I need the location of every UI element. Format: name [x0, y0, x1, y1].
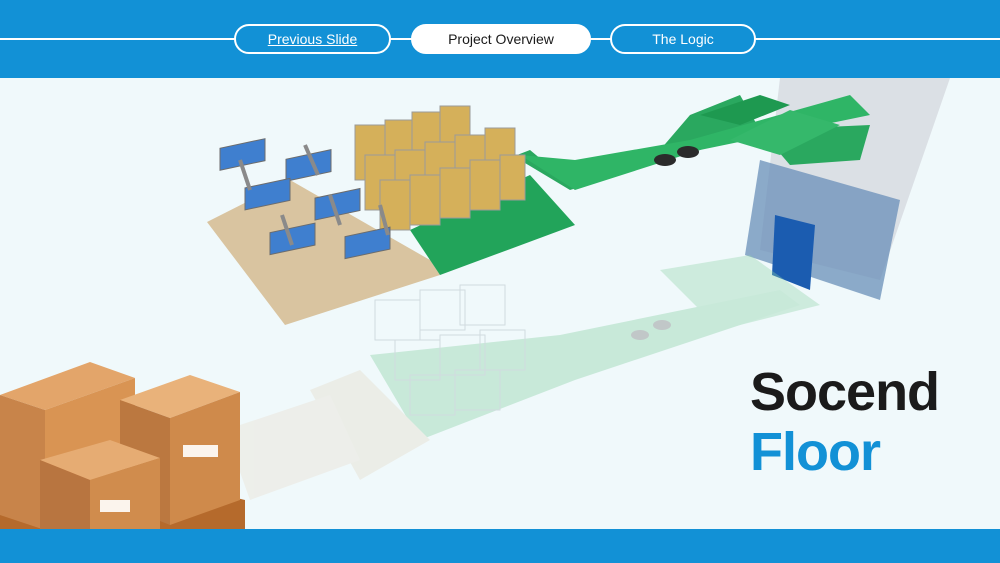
- heading-line-1: Socend: [750, 362, 940, 422]
- cardboard-box-stack-icon: [0, 362, 245, 529]
- bottom-bar: [0, 529, 1000, 563]
- lower-floor-ghost: [225, 255, 820, 500]
- conveyor-robot-icon: [654, 146, 699, 166]
- project-overview-tab[interactable]: Project Overview: [411, 24, 591, 54]
- warehouse-illustration: [0, 78, 950, 529]
- heading-line-2: Floor: [750, 422, 881, 482]
- previous-slide-button[interactable]: Previous Slide: [234, 24, 391, 54]
- top-navigation-bar: Previous Slide Project Overview The Logi…: [0, 0, 1000, 78]
- floor-heading: Socend Floor: [750, 362, 940, 482]
- sorting-floor: [207, 180, 440, 325]
- sorting-stations: [219, 138, 391, 260]
- green-conveyor: [400, 95, 870, 275]
- the-logic-button[interactable]: The Logic: [610, 24, 756, 54]
